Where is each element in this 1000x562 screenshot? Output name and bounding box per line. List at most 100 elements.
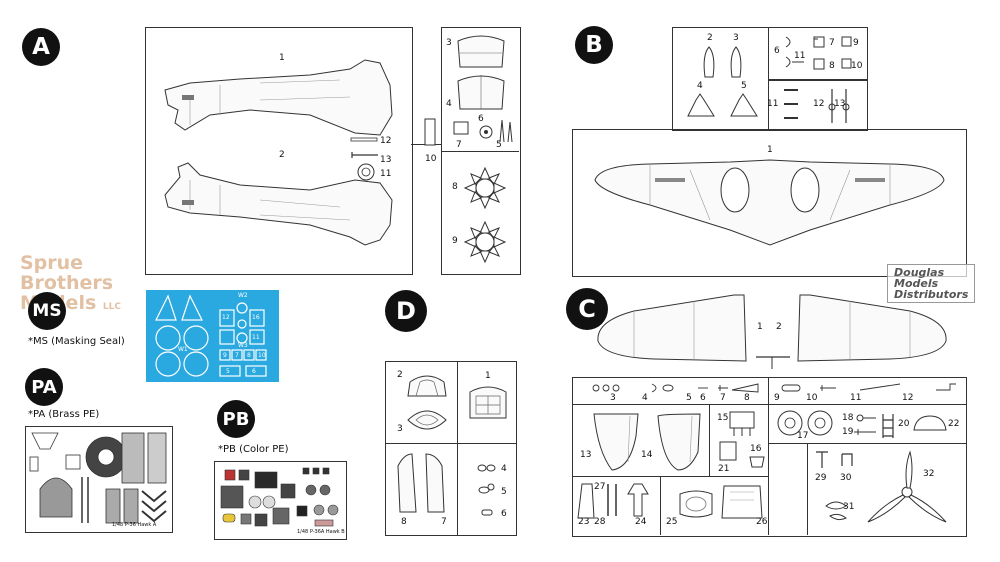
mask-label: 11 — [252, 334, 260, 341]
sprue-d-hdiv — [385, 443, 516, 444]
sprue-c-row1-div — [572, 404, 966, 405]
propeller-part-c32 — [867, 450, 947, 523]
part-num: 10 — [851, 61, 863, 71]
part-num: 10 — [425, 154, 437, 164]
part-num: 6 — [478, 114, 484, 124]
part-num: 20 — [898, 419, 910, 429]
part-num: 11 — [850, 393, 862, 403]
part-num: 1 — [279, 53, 285, 63]
masking-seal-sheet: W2 W1 W3 12 16 9 7 8 10 11 5 6 — [146, 290, 279, 382]
part-c13 — [593, 413, 639, 471]
part-c14 — [657, 413, 701, 471]
part-num: 4 — [501, 464, 507, 474]
pb-fret-label: 1/48 P-36A Hawk B — [297, 529, 345, 535]
parts-b6-b11 — [785, 36, 852, 70]
part-num: 22 — [948, 419, 960, 429]
parts-c23-c28 — [577, 483, 649, 519]
part-num: 5 — [496, 140, 502, 150]
sprue-c-hdiv-left — [572, 476, 769, 477]
sprue-d-vdiv — [457, 361, 458, 535]
watermark-douglas: Douglas Models Distributors — [887, 264, 976, 303]
part-num: 2 — [707, 33, 713, 43]
part-num: 32 — [923, 469, 935, 479]
part-c26 — [721, 485, 763, 519]
part-num: 17 — [797, 431, 809, 441]
part-num: 4 — [642, 393, 648, 403]
part-c15 — [729, 411, 755, 436]
parts-d4-d6 — [477, 464, 496, 516]
mask-label: 16 — [252, 314, 260, 321]
part-num: 8 — [452, 182, 458, 192]
part-num: 25 — [666, 517, 678, 527]
sprue-a-badge: A — [22, 28, 60, 66]
part-num: 13 — [834, 99, 846, 109]
ms-caption: *MS (Masking Seal) — [28, 336, 125, 347]
sprue-d-frame — [385, 361, 517, 536]
lower-wing-part-b1 — [594, 159, 945, 246]
fuselage-half-2 — [164, 162, 393, 246]
parts-c9-c12 — [781, 383, 956, 392]
part-num: 11 — [794, 51, 806, 61]
sprue-c-hdiv-right — [768, 443, 966, 444]
ms-badge: MS — [28, 292, 66, 330]
part-a10-plate — [424, 118, 436, 146]
part-num: 12 — [380, 136, 392, 146]
part-num: 10 — [806, 393, 818, 403]
part-a11-ring — [357, 163, 375, 181]
part-num: 13 — [380, 155, 392, 165]
mask-label: W3 — [238, 342, 248, 349]
sprue-b-side-frame2 — [768, 79, 868, 131]
part-c22 — [913, 415, 947, 431]
parts-a5-a7 — [453, 119, 513, 143]
sprue-c-frame — [572, 377, 967, 537]
sprue-b-side-frame — [768, 27, 868, 81]
part-num: 2 — [776, 322, 782, 332]
canopy-part-a4 — [457, 75, 505, 110]
color-pe-fret: 1/48 P-36A Hawk B — [214, 461, 347, 540]
wheels-part-c17 — [777, 410, 833, 436]
sprue-a-frame — [145, 27, 413, 275]
part-c21 — [719, 441, 737, 461]
part-b5 — [730, 93, 758, 117]
mask-label: 6 — [252, 368, 256, 375]
part-num: 13 — [580, 450, 592, 460]
part-num: 4 — [446, 99, 452, 109]
part-num: 1 — [767, 145, 773, 155]
mask-label: W2 — [238, 292, 248, 299]
sprue-b-wing-frame — [572, 129, 967, 277]
part-d1 — [469, 386, 507, 419]
part-num: 8 — [744, 393, 750, 403]
pa-caption: *PA (Brass PE) — [28, 409, 100, 420]
engine-part-a8 — [463, 166, 507, 210]
part-num: 24 — [635, 517, 647, 527]
part-d3 — [407, 410, 447, 430]
part-num: 3 — [610, 393, 616, 403]
part-num: 3 — [446, 38, 452, 48]
part-num: 3 — [733, 33, 739, 43]
part-num: 18 — [842, 413, 854, 423]
part-num: 6 — [700, 393, 706, 403]
part-c16 — [749, 456, 765, 468]
pb-caption: *PB (Color PE) — [218, 444, 289, 455]
mask-label: 5 — [226, 368, 230, 375]
part-num: 9 — [774, 393, 780, 403]
part-num: 26 — [756, 517, 768, 527]
part-c25 — [679, 490, 713, 518]
canopy-part-a3 — [457, 35, 505, 68]
pa-fret-label: 1/48 P-36 Hawk A — [112, 522, 157, 528]
part-b2 — [703, 46, 715, 78]
part-num: 4 — [697, 81, 703, 91]
part-b11-rods — [784, 89, 798, 119]
upper-wing-parts-c1-c2 — [597, 294, 947, 369]
sprue-c-vdiv-mid — [768, 377, 769, 535]
part-num: 7 — [829, 38, 835, 48]
part-num: 29 — [815, 473, 827, 483]
part-num: 5 — [501, 487, 507, 497]
part-num: 9 — [452, 236, 458, 246]
part-num: 6 — [774, 46, 780, 56]
mask-label: 8 — [247, 352, 251, 359]
part-num: 23 — [578, 517, 590, 527]
part-a13-rod — [351, 152, 378, 158]
part-num: 8 — [401, 517, 407, 527]
parts-c18-c19 — [854, 414, 876, 435]
